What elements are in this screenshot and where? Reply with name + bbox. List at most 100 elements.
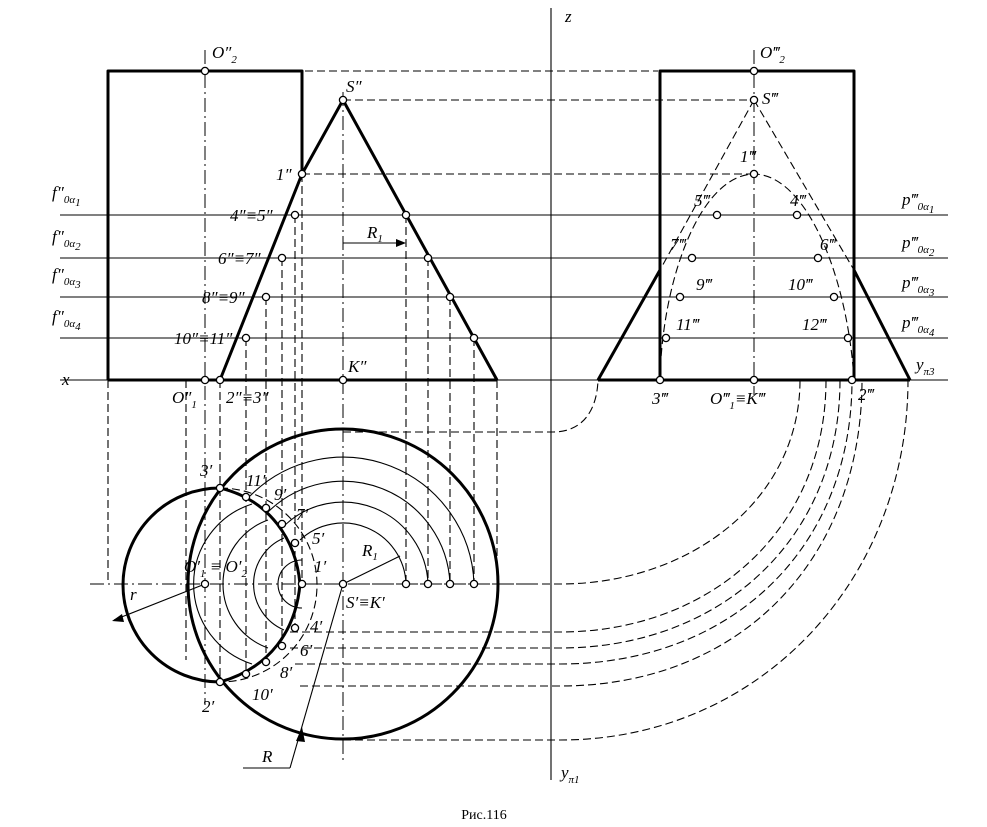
label-S-profile: S‴ <box>762 89 779 108</box>
label-8-plan: 8′ <box>280 663 293 682</box>
point <box>792 210 802 220</box>
axis-labels: z x yπ3 yπ1 R R1 R1 r <box>61 7 935 786</box>
label-7-profile: 7‴ <box>670 235 687 254</box>
point <box>423 579 433 589</box>
plan-arc-r2 <box>283 501 429 585</box>
plan-cylinder-arc <box>121 486 221 684</box>
label-f1: f″0α1 <box>52 183 81 209</box>
label-6-profile: 6‴ <box>820 235 837 254</box>
label-4-profile: 4‴ <box>790 191 807 210</box>
profile-cone-right <box>852 269 912 381</box>
point <box>241 669 251 679</box>
plan-small-arc-2 <box>253 537 285 631</box>
label-11-plan: 11′ <box>246 471 266 490</box>
points <box>200 66 857 687</box>
label-S-front: S″ <box>346 77 363 96</box>
plan-small-arc-3 <box>222 519 269 649</box>
point <box>749 375 759 385</box>
point <box>469 333 479 343</box>
label-K-front: K″ <box>347 357 367 376</box>
point <box>749 169 759 179</box>
label-8-9-front: 8″≡9″ <box>202 288 246 307</box>
point <box>445 292 455 302</box>
label-6-plan: 6′ <box>300 641 313 660</box>
point <box>338 95 348 105</box>
transfer-arcs <box>290 379 909 741</box>
label-4-5-front: 4″≡5″ <box>230 206 274 225</box>
label-p2: p‴0α2 <box>901 233 935 259</box>
point <box>401 210 411 220</box>
front-labels: O″2 S″ 1″ 4″≡5″ 6″≡7″ 8″≡9″ 10″≡11″ K″ O… <box>172 43 367 411</box>
transfer-arc-6 <box>302 379 801 585</box>
point <box>712 210 722 220</box>
transfer-arc-1 <box>343 379 909 741</box>
label-1-front: 1″ <box>276 165 293 184</box>
label-9-plan: 9′ <box>274 485 287 504</box>
R-arrow-head <box>296 727 305 742</box>
plan-cylinder-hidden-arc <box>219 487 318 683</box>
link-base-to-profile <box>343 379 599 433</box>
label-5-plan: 5′ <box>312 529 325 548</box>
point <box>277 641 287 651</box>
point <box>655 375 665 385</box>
plan-arc-r1 <box>299 522 407 585</box>
label-4-plan: 4′ <box>310 617 323 636</box>
label-p4: p‴0α4 <box>901 313 935 339</box>
point <box>675 292 685 302</box>
y-pi1-label: yπ1 <box>559 763 580 786</box>
label-10-plan: 10′ <box>252 685 273 704</box>
r-arrow-head <box>112 614 124 622</box>
label-O1-front: O″1 <box>172 388 197 411</box>
label-5-profile: 5‴ <box>694 191 711 210</box>
label-2-profile: 2‴ <box>858 385 875 404</box>
label-2-3-front: 2″≡3″ <box>226 388 270 407</box>
transfer-arc-3 <box>295 379 853 665</box>
point <box>215 375 225 385</box>
point <box>813 253 823 263</box>
point <box>277 253 287 263</box>
profile-labels: O‴2 S‴ 1‴ 5‴ 4‴ 7‴ 6‴ 9‴ 10‴ 11‴ 12‴ 3‴ … <box>651 43 875 412</box>
profile-section-curve <box>659 173 855 381</box>
point <box>687 253 697 263</box>
plan-cone-base-circle <box>186 427 500 741</box>
R1-front-label: R1 <box>366 223 383 245</box>
label-7-plan: 7′ <box>296 505 309 524</box>
R-label: R <box>261 747 273 766</box>
point <box>843 333 853 343</box>
point <box>445 579 455 589</box>
y-pi3-label: yπ3 <box>914 355 935 378</box>
label-9-profile: 9‴ <box>696 275 713 294</box>
transfer-arc-5 <box>290 379 827 633</box>
plan-arc-r4 <box>249 456 475 585</box>
label-O1-K-profile: O‴1≡K‴ <box>710 389 766 412</box>
label-10-11-front: 10″≡11″ <box>174 329 233 348</box>
point <box>277 519 287 529</box>
label-6-7-front: 6″≡7″ <box>218 249 262 268</box>
label-p1: p‴0α1 <box>901 190 934 216</box>
point <box>290 210 300 220</box>
label-f2: f″0α2 <box>52 227 81 253</box>
label-O1-O2-plan: O′1 ≡ O′2 <box>184 557 247 580</box>
label-2-plan: 2′ <box>202 697 215 716</box>
label-3-plan: 3′ <box>199 461 213 480</box>
point <box>215 483 225 493</box>
point <box>401 579 411 589</box>
profile-hidden-right <box>753 99 855 271</box>
transfer-arc-2 <box>300 379 863 687</box>
point <box>200 66 210 76</box>
profile-cone-left <box>596 269 662 381</box>
point <box>338 579 348 589</box>
label-p3: p‴0α3 <box>901 273 935 299</box>
point <box>338 375 348 385</box>
point <box>469 579 479 589</box>
plan-small-arc-4 <box>193 503 253 665</box>
label-O2-front: O″2 <box>212 43 237 66</box>
r1-plan-arrow <box>342 555 401 585</box>
label-1-profile: 1‴ <box>740 147 757 166</box>
label-3-profile: 3‴ <box>651 389 669 408</box>
plane-trace-labels: f″0α1 f″0α2 f″0α3 f″0α4 p‴0α1 p‴0α2 p‴0α… <box>52 183 935 339</box>
r1-arrow-head <box>396 239 406 247</box>
point <box>290 538 300 548</box>
